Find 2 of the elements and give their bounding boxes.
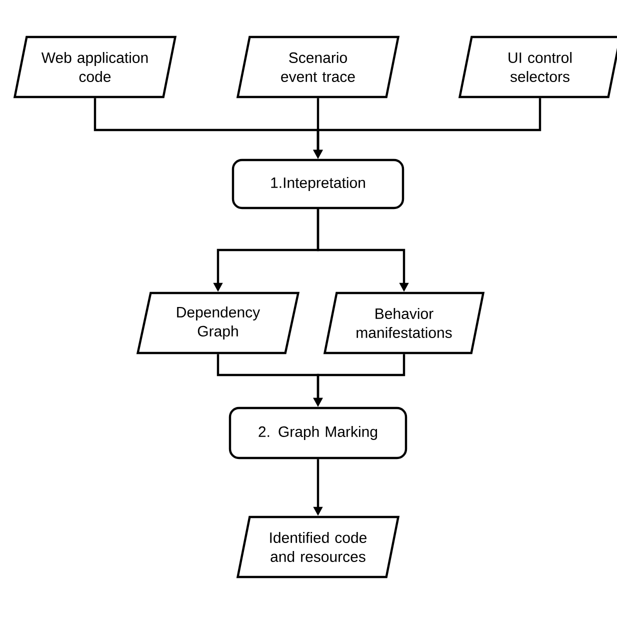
process-box: 1.Intepretation — [232, 158, 404, 210]
process-box: 2. Graph Marking — [228, 406, 408, 460]
